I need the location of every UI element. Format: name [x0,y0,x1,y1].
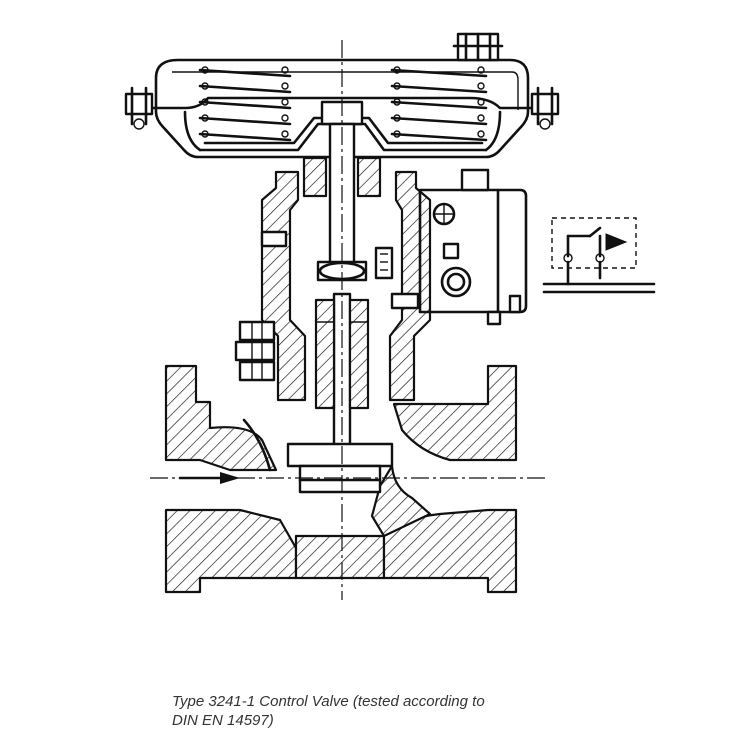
limit-switch-box [418,168,528,326]
caption-line-1: Type 3241-1 Control Valve (tested accord… [172,693,485,710]
stem [302,100,382,456]
vent-fitting [452,32,504,62]
valve-body [164,364,518,594]
flow-arrow-icon [178,472,240,484]
limit-switch-symbol-icon [542,217,656,294]
bonnet-fitting [234,320,276,382]
springs-right [390,66,488,142]
control-valve-drawing [124,32,656,600]
figure-caption: Type 3241-1 Control Valve (tested accord… [172,692,612,730]
actuator-bolt-right [530,86,560,130]
springs-left [198,66,292,142]
actuator-bolt-left [124,86,154,130]
caption-line-2: DIN EN 14597) [172,712,274,729]
